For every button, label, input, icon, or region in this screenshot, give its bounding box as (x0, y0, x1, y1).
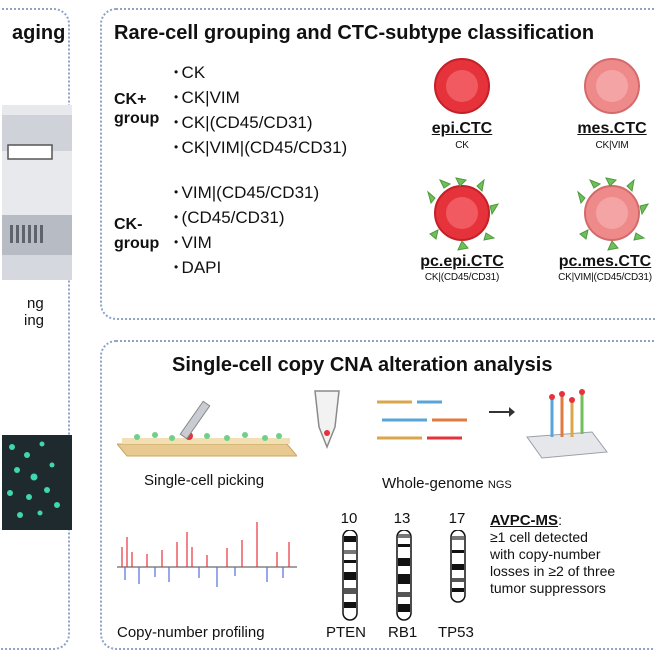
ngs-library-illustration (377, 400, 467, 440)
imaging-instrument-icon (2, 105, 72, 280)
ck-neg-label-line2: group (114, 235, 160, 252)
marker-item: CK|VIM|(CD45/CD31) (174, 135, 348, 160)
cna-analysis-panel: Single-cell copy CNA alteration analysis… (100, 340, 655, 650)
single-cell-picking-illustration (117, 400, 297, 457)
ctc-classification-panel: Rare-cell grouping and CTC-subtype class… (100, 8, 655, 320)
mes-ctc-label: mes.CTC (577, 120, 647, 137)
mes-ctc-cell-icon (584, 58, 640, 114)
avpc-line: with copy-number (490, 546, 601, 562)
pc-epi-ctc-label: pc.epi.CTC (420, 253, 504, 270)
marker-item: VIM|(CD45/CD31) (174, 180, 320, 205)
chromosome-17-icon (450, 530, 466, 603)
classification-title: Rare-cell grouping and CTC-subtype class… (114, 22, 595, 44)
arrow-icon (489, 407, 515, 417)
copy-number-profile-plot (117, 522, 297, 587)
ck-neg-label-line1: CK- (114, 216, 143, 233)
chromosome-13-icon (396, 530, 412, 621)
pc-epi-ctc-cell-icon (427, 177, 500, 251)
pc-mes-ctc-cell-icon (577, 177, 650, 251)
epi-ctc-cell-icon (434, 58, 490, 114)
left-caption-line2: ing (24, 312, 45, 329)
avpc-ms-criteria: AVPC-MS: ≥1 cell detected with copy-numb… (490, 512, 615, 597)
mes-ctc-markers: CK|VIM (595, 140, 629, 151)
fluorescence-image (2, 435, 72, 530)
avpc-ms-title: AVPC-MS (490, 512, 559, 529)
chromosome-number: 13 (393, 510, 411, 527)
ck-pos-label-line1: CK+ (114, 91, 147, 108)
gene-label: TP53 (438, 624, 474, 641)
ngs-caption-text: Whole-genome (382, 475, 484, 492)
marker-item: VIM (174, 230, 319, 255)
ck-pos-marker-list: CK CK|VIM CK|(CD45/CD31) CK|VIM|(CD45/CD… (174, 60, 348, 160)
epi-ctc-label: epi.CTC (431, 120, 493, 137)
chromosome-number: 10 (340, 510, 358, 527)
left-panel: aging ng ing (0, 8, 72, 650)
ngs-caption-small: NGS (487, 479, 512, 491)
ck-pos-group-label: CK+ group (114, 90, 159, 128)
picking-caption: Single-cell picking (144, 472, 265, 489)
chromosome-10-icon (342, 530, 358, 621)
marker-item: CK (174, 60, 347, 85)
left-caption-line1: ng (27, 295, 44, 312)
gene-label: PTEN (326, 624, 367, 641)
pc-mes-ctc-label: pc.mes.CTC (558, 253, 652, 270)
avpc-line: ≥1 cell detected (490, 529, 588, 545)
avpc-line: losses in ≥2 of three (490, 563, 616, 579)
marker-item: CK|(CD45/CD31) (174, 110, 347, 135)
chromosome-ideograms (342, 530, 466, 621)
cna-analysis-title: Single-cell copy CNA alteration analysis (172, 354, 553, 376)
epi-ctc-markers: CK (455, 140, 469, 151)
gene-label: RB1 (388, 624, 418, 641)
ck-neg-marker-list: VIM|(CD45/CD31) (CD45/CD31) VIM DAPI (174, 180, 320, 280)
flowcell-illustration (526, 389, 608, 459)
ck-pos-label-line2: group (114, 110, 160, 127)
pc-epi-ctc-markers: CK|(CD45/CD31) (424, 272, 500, 283)
marker-item: DAPI (174, 255, 319, 280)
left-panel-title: aging (12, 22, 66, 44)
profiling-caption: Copy-number profiling (117, 624, 265, 641)
avpc-ms-colon: : (558, 512, 562, 528)
ngs-caption: Whole-genome NGS (382, 475, 512, 492)
pc-mes-ctc-markers: CK|VIM|(CD45/CD31) (558, 272, 652, 283)
ck-neg-group-label: CK- group (114, 215, 159, 253)
marker-item: (CD45/CD31) (174, 205, 319, 230)
ctc-subtype-cells (427, 58, 650, 251)
chromosome-number: 17 (448, 510, 466, 527)
marker-item: CK|VIM (174, 85, 347, 110)
tube-icon (314, 390, 340, 450)
avpc-line: tumor suppressors (490, 580, 606, 596)
